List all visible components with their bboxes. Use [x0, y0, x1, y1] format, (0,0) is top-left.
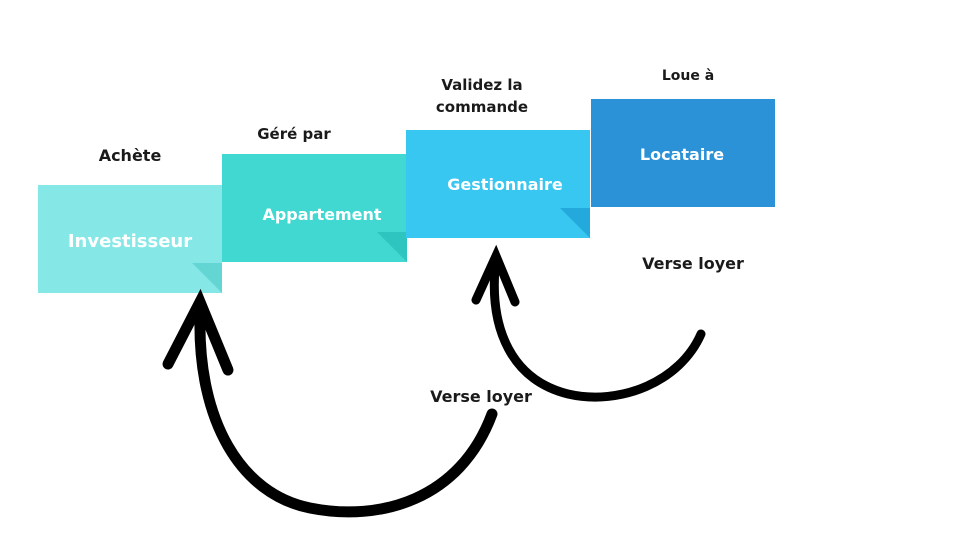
box-gestionnaire-bg [406, 130, 590, 238]
box-appartement: Appartement [222, 154, 407, 262]
caption-verse-loyer-bottom: Verse loyer [430, 387, 532, 406]
box-locataire: Locataire [591, 99, 775, 207]
arrow-large-curve [194, 312, 498, 518]
box-locataire-label: Locataire [640, 145, 724, 164]
caption-verse-loyer-right: Verse loyer [642, 254, 744, 273]
arrow-small-curved-icon [471, 244, 706, 402]
box-gestionnaire: Gestionnaire [406, 130, 590, 238]
box-investisseur-fold [192, 263, 222, 293]
box-appartement-bg [222, 154, 407, 262]
arrow-small-head [471, 244, 520, 307]
box-investisseur-bg [38, 185, 222, 293]
caption-achete: Achète [99, 146, 162, 165]
box-investisseur: Investisseur [38, 185, 222, 293]
caption-loue-a: Loue à [662, 68, 714, 84]
box-appartement-label: Appartement [262, 205, 381, 224]
arrow-large-head [162, 288, 234, 376]
caption-gere-par: Géré par [257, 125, 331, 143]
box-gestionnaire-label: Gestionnaire [447, 175, 563, 194]
arrow-small-curve [489, 263, 706, 402]
box-gestionnaire-fold [560, 208, 590, 238]
box-locataire-bg [591, 99, 775, 207]
caption-validez-line1: Validez la [441, 76, 522, 94]
caption-validez-line2: commande [436, 98, 528, 116]
box-investisseur-label: Investisseur [68, 231, 192, 252]
box-appartement-fold [377, 232, 407, 262]
arrow-large-curved-icon [162, 288, 498, 518]
